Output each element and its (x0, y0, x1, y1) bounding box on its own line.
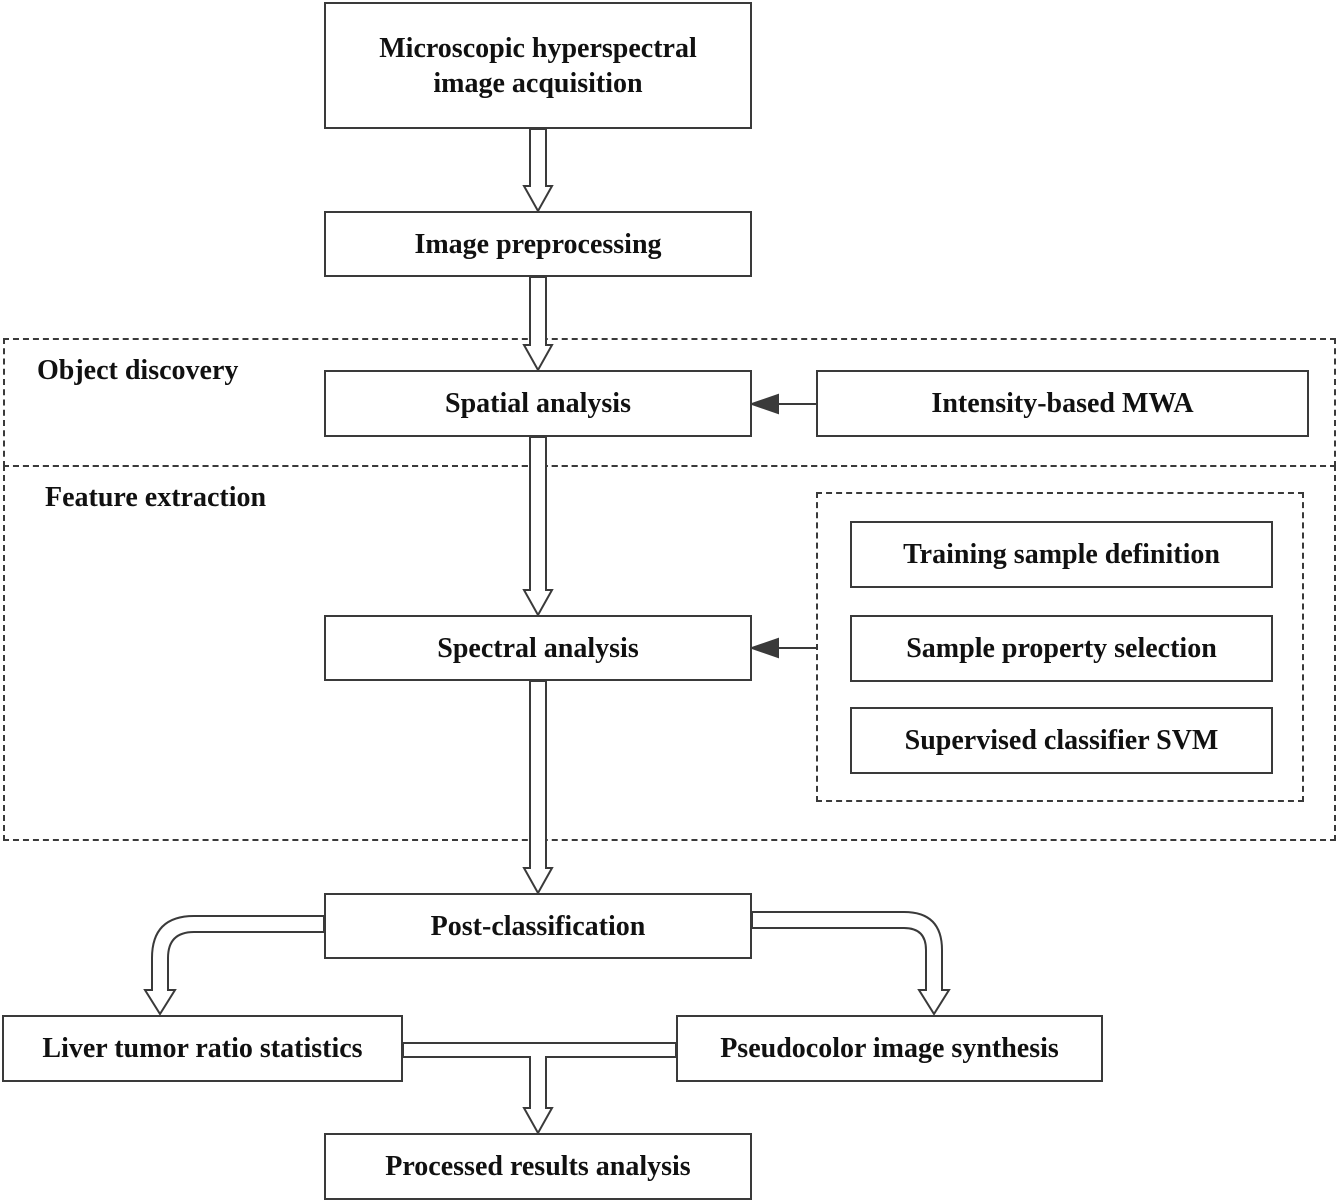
node-spatial-analysis: Spatial analysis (324, 370, 752, 437)
arrow-classifier-to-spectral-head (748, 637, 779, 659)
node-pseudocolor-synthesis: Pseudocolor image synthesis (676, 1015, 1103, 1082)
node-liver-tumor-ratio: Liver tumor ratio statistics (2, 1015, 403, 1082)
arrow-merge-to-results (402, 1042, 677, 1136)
node-sample-property: Sample property selection (850, 615, 1273, 682)
arrow-postclass-to-liver (143, 915, 325, 1016)
node-intensity-mwa: Intensity-based MWA (816, 370, 1309, 437)
object-discovery-label: Object discovery (37, 355, 239, 386)
arrow-mwa-to-spatial-head (748, 393, 779, 415)
feature-extraction-label: Feature extraction (45, 482, 267, 513)
arrow-acquisition-to-preprocessing (522, 128, 554, 214)
arrow-spectral-to-postclass (522, 680, 554, 896)
node-post-classification: Post-classification (324, 893, 752, 959)
node-svm-classifier: Supervised classifier SVM (850, 707, 1273, 774)
node-processed-results: Processed results analysis (324, 1133, 752, 1200)
arrow-postclass-to-pseudocolor (751, 911, 951, 1016)
node-image-preprocessing: Image preprocessing (324, 211, 752, 277)
classifier-group-region (816, 492, 1304, 802)
node-image-acquisition: Microscopic hyperspectral image acquisit… (324, 2, 752, 129)
node-training-sample: Training sample definition (850, 521, 1273, 588)
feature-extraction-region (3, 465, 1336, 841)
node-spectral-analysis: Spectral analysis (324, 615, 752, 681)
arrow-spatial-to-spectral (522, 436, 554, 618)
arrow-preprocessing-to-spatial (522, 276, 554, 373)
